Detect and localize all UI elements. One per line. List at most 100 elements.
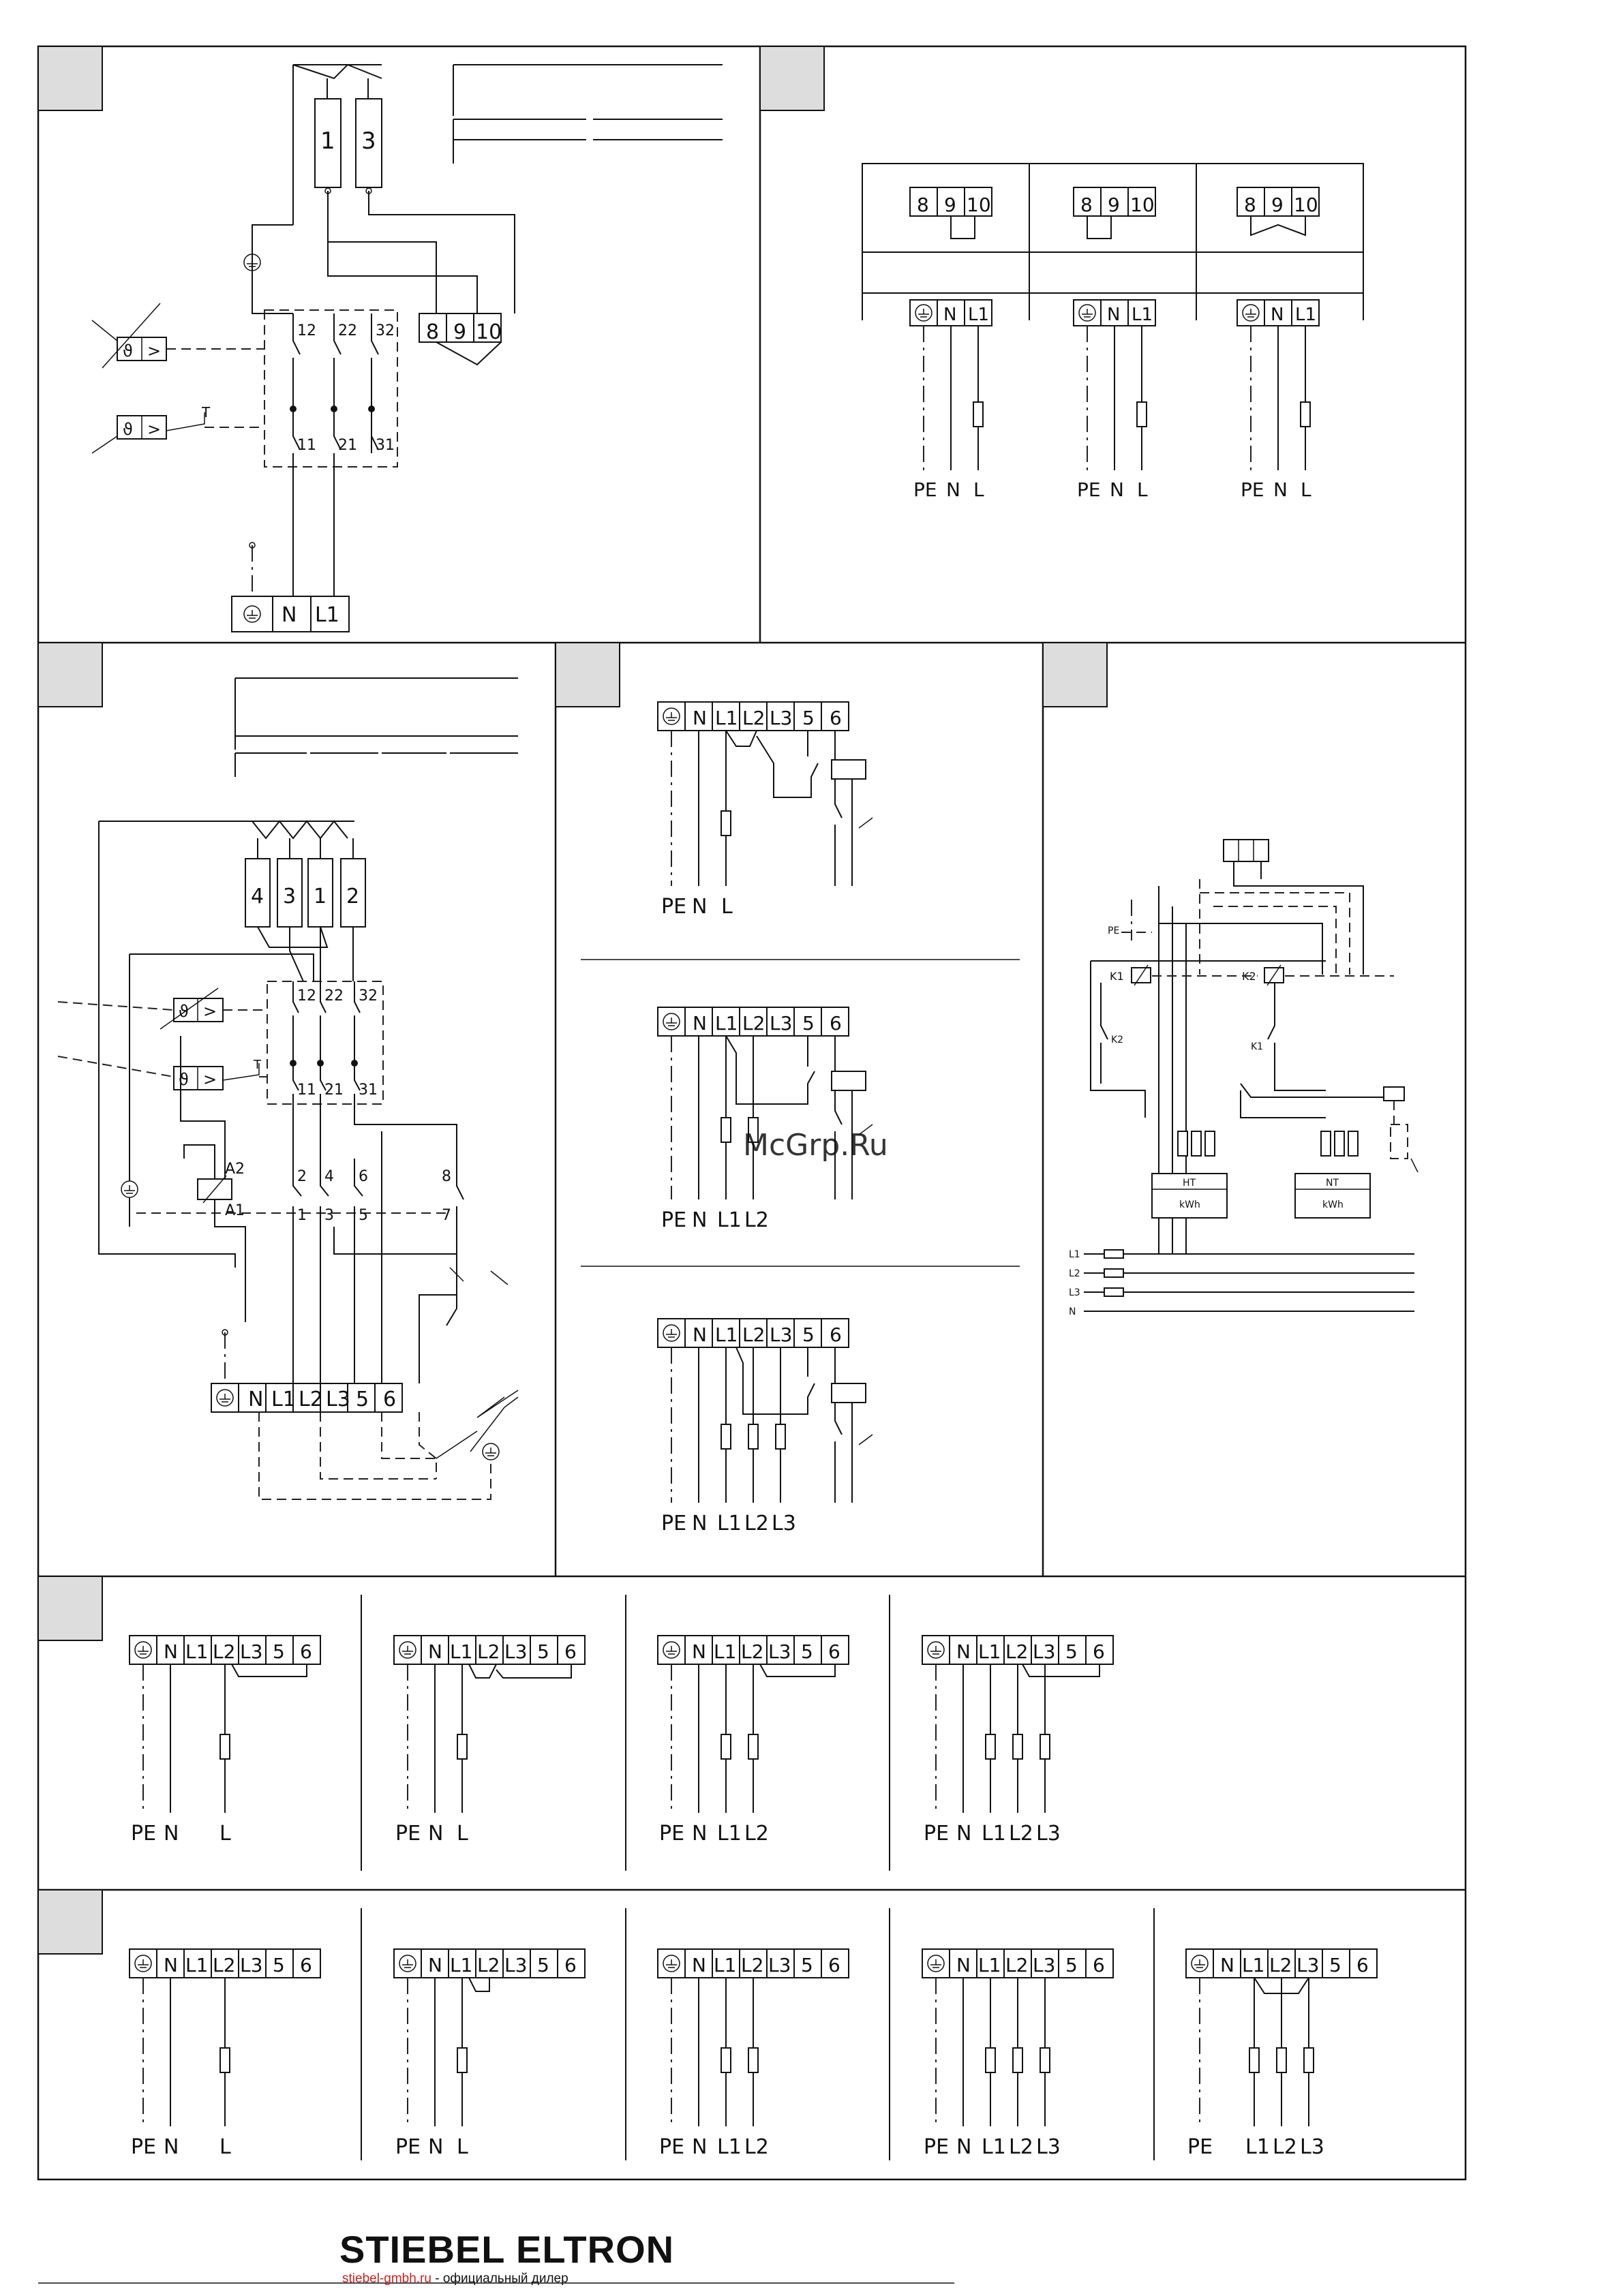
svg-text:L3: L3 bbox=[772, 1512, 796, 1535]
brand-suffix: - официальный дилер bbox=[431, 2271, 568, 2286]
svg-text:N: N bbox=[164, 1640, 178, 1663]
svg-text:5: 5 bbox=[802, 1323, 815, 1346]
svg-text:N: N bbox=[428, 2135, 443, 2159]
svg-text:22: 22 bbox=[324, 988, 344, 1005]
svg-text:N: N bbox=[1107, 305, 1120, 325]
svg-text:L2: L2 bbox=[213, 1954, 235, 1976]
bridge-terminal: 8 bbox=[426, 320, 439, 344]
svg-text:N: N bbox=[956, 1640, 971, 1663]
svg-text:L1: L1 bbox=[715, 1323, 738, 1346]
svg-text:>: > bbox=[203, 1002, 217, 1021]
panel-4-option-1: N L1 L2 L3 5 6 PE N L bbox=[657, 701, 873, 919]
svg-text:PE: PE bbox=[1241, 478, 1264, 501]
svg-text:N: N bbox=[692, 1822, 707, 1846]
svg-text:L3: L3 bbox=[768, 1954, 791, 1976]
variant-7c: N L1 L2 L3 5 6 PE N L1 L2 bbox=[657, 1948, 849, 2159]
svg-text:L2: L2 bbox=[477, 1640, 500, 1663]
panel-4-option-3: N L1 L2 L3 5 6 PE N L1 L2 L3 bbox=[657, 1318, 873, 1535]
svg-text:21: 21 bbox=[324, 1082, 344, 1099]
svg-text:L2: L2 bbox=[1009, 1822, 1033, 1846]
svg-text:11: 11 bbox=[297, 1082, 316, 1099]
svg-text:3: 3 bbox=[324, 1207, 334, 1224]
panel-4-option-2: N L1 L2 L3 5 6 PE N L1 L2 bbox=[657, 1007, 873, 1232]
svg-text:32: 32 bbox=[359, 988, 378, 1005]
svg-text:L2: L2 bbox=[744, 1208, 769, 1232]
svg-text:HT: HT bbox=[1183, 1178, 1196, 1189]
svg-text:L2: L2 bbox=[1009, 2135, 1033, 2159]
svg-text:L1: L1 bbox=[714, 1954, 736, 1976]
svg-text:L2: L2 bbox=[744, 1822, 769, 1846]
variant-7a: N L1 L2 L3 5 6 PE N L bbox=[129, 1948, 321, 2159]
svg-text:N: N bbox=[692, 895, 707, 919]
svg-text:5: 5 bbox=[1065, 1640, 1078, 1663]
panel-1-schematic: 1 3 8 9 10 12 22 32 11 21 31 bbox=[91, 63, 723, 632]
svg-text:L: L bbox=[721, 895, 733, 919]
svg-text:6: 6 bbox=[828, 1954, 840, 1976]
svg-text:6: 6 bbox=[383, 1388, 396, 1411]
svg-text:PE: PE bbox=[913, 478, 937, 501]
svg-text:N: N bbox=[1271, 305, 1284, 325]
svg-text:2: 2 bbox=[297, 1168, 307, 1185]
svg-text:K1: K1 bbox=[1251, 1041, 1263, 1052]
svg-text:6: 6 bbox=[564, 1954, 577, 1976]
svg-text:N: N bbox=[956, 1822, 971, 1846]
svg-text:5: 5 bbox=[356, 1388, 369, 1411]
svg-text:6: 6 bbox=[1093, 1640, 1105, 1663]
figure-tab-2 bbox=[759, 46, 825, 111]
svg-text:A1: A1 bbox=[225, 1202, 245, 1219]
svg-text:L3: L3 bbox=[504, 1640, 527, 1663]
svg-text:L3: L3 bbox=[770, 1323, 792, 1346]
svg-text:L1: L1 bbox=[978, 1954, 1001, 1976]
svg-text:6: 6 bbox=[359, 1168, 368, 1185]
svg-text:L3: L3 bbox=[240, 1954, 262, 1976]
svg-text:L3: L3 bbox=[326, 1388, 350, 1411]
svg-text:K1: K1 bbox=[1110, 970, 1124, 983]
svg-text:9: 9 bbox=[1108, 194, 1120, 216]
svg-text:>: > bbox=[147, 341, 161, 361]
svg-text:L1: L1 bbox=[1295, 305, 1316, 325]
svg-text:N: N bbox=[956, 2135, 971, 2159]
svg-text:L: L bbox=[219, 2135, 231, 2159]
variant-6c: N L1 L2 L3 5 6 PE N L1 L2 bbox=[657, 1635, 849, 1846]
svg-text:L3: L3 bbox=[770, 707, 792, 729]
switch-terminal: 11 bbox=[297, 437, 316, 454]
svg-text:6: 6 bbox=[1356, 1954, 1369, 1976]
svg-text:NT: NT bbox=[1326, 1178, 1339, 1189]
variant-7e: N L1 L2 L3 5 6 PE L1 L2 L3 bbox=[1185, 1948, 1378, 2159]
variant-6a: N L1 L2 L3 5 6 PE N L bbox=[129, 1635, 321, 1846]
svg-text:6: 6 bbox=[1093, 1954, 1105, 1976]
svg-text:6: 6 bbox=[830, 707, 842, 729]
variant-7d: N L1 L2 L3 5 6 PE N L1 L2 L3 bbox=[922, 1948, 1114, 2159]
brand-name: STIEBEL ELTRON bbox=[339, 2228, 675, 2271]
figure-tab-4 bbox=[555, 642, 620, 707]
svg-text:6: 6 bbox=[300, 1954, 312, 1976]
svg-text:N: N bbox=[692, 1954, 706, 1976]
svg-text:31: 31 bbox=[359, 1082, 378, 1099]
svg-text:L2: L2 bbox=[1069, 1268, 1080, 1279]
svg-text:L1: L1 bbox=[185, 1640, 208, 1663]
figure-tab-7 bbox=[37, 1889, 103, 1955]
watermark: McGrp.Ru bbox=[743, 1128, 888, 1163]
svg-text:kWh: kWh bbox=[1179, 1199, 1200, 1210]
svg-text:4: 4 bbox=[251, 885, 264, 908]
svg-text:L3: L3 bbox=[1033, 1954, 1055, 1976]
svg-text:8: 8 bbox=[1244, 194, 1256, 216]
svg-text:10: 10 bbox=[967, 194, 991, 216]
svg-text:L2: L2 bbox=[1005, 1954, 1028, 1976]
svg-text:L1: L1 bbox=[450, 1954, 472, 1976]
svg-text:N: N bbox=[1069, 1306, 1076, 1317]
switch-terminal: 12 bbox=[297, 322, 316, 339]
svg-text:N: N bbox=[164, 1822, 179, 1846]
svg-text:N: N bbox=[693, 1323, 707, 1346]
svg-text:PE: PE bbox=[1187, 2135, 1213, 2159]
svg-text:L1: L1 bbox=[271, 1388, 296, 1411]
switch-block-outline bbox=[264, 309, 398, 468]
svg-text:L1: L1 bbox=[717, 1822, 742, 1846]
brand-site-link[interactable]: stiebel-gmbh.ru bbox=[342, 2271, 431, 2286]
supply-variant-3: N L1 PE N L bbox=[1237, 299, 1320, 501]
svg-text:ϑ: ϑ bbox=[123, 341, 133, 361]
bridge-variant-2: 8 9 10 bbox=[1073, 187, 1156, 239]
svg-text:7: 7 bbox=[442, 1207, 451, 1224]
svg-text:PE: PE bbox=[659, 1822, 684, 1846]
